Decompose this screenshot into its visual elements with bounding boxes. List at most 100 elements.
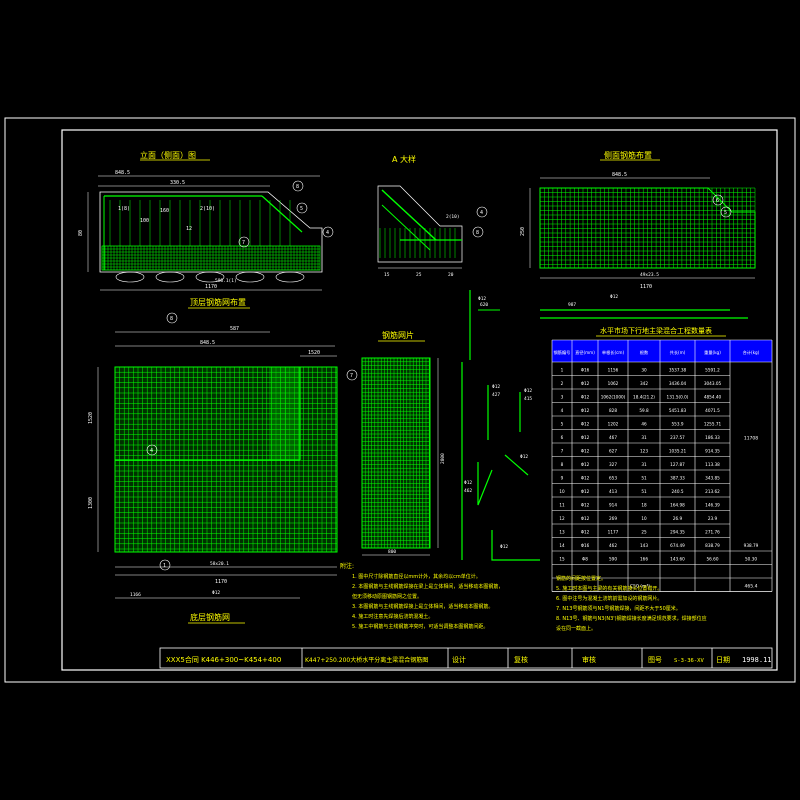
table-cell: 127.87: [670, 462, 685, 467]
table-cell: 5: [561, 422, 564, 427]
top-mesh-dim-bottom: 1170: [215, 579, 227, 585]
table-cell: 131.5(0.0): [667, 395, 689, 400]
table-cell: 342: [640, 381, 648, 386]
callout-label: 8: [476, 230, 479, 236]
table-cell: 166: [640, 557, 648, 562]
title-date-label: 日期: [716, 656, 730, 664]
table-cell: Φ12: [581, 422, 590, 427]
table-cell: Φ12: [581, 489, 590, 494]
title-drawing: K447+250.200大桥水平分离主梁混合钢筋图: [305, 656, 428, 664]
table-cell: 31: [641, 435, 647, 440]
table-cell: Φ12: [581, 462, 590, 467]
top-mesh-dim-left: 1520: [88, 412, 94, 424]
table-cell: 4854.40: [704, 395, 722, 400]
table-cell: 1255.71: [704, 422, 722, 427]
table-cell: 30: [641, 368, 647, 373]
table-cell: 59.8: [639, 408, 649, 413]
notes: 附注: 1. 图中尺寸除钢筋直径以mm计外，其余均以cm单位计。2. 本图钢筋与…: [340, 562, 707, 632]
side-dim-top: 848.5: [612, 172, 627, 178]
note-line: 4. 施工时注意先焊接后浇筑混凝土。: [352, 613, 433, 620]
table-title: 水平市场下行地主梁混合工程数量表: [600, 326, 712, 335]
note-line: 7. N13号钢筋须与N1号钢筋焊接，间距不大于50厘米。: [556, 605, 681, 612]
table-cell: 914: [609, 503, 617, 508]
callout-label: 1: [163, 563, 166, 569]
table-cell: 123: [640, 449, 648, 454]
detail-dim: 2(10): [446, 214, 460, 220]
title-drawing-no: S-3-36-XV: [674, 658, 704, 664]
note-line: 2. 本图钢筋与主线钢筋焊接在梁上是立体相间，适当移动本图钢筋，: [352, 583, 503, 590]
table-cell: 462: [609, 543, 617, 548]
title-block: XXX5合同 K446+300~K454+400 K447+250.200大桥水…: [159, 647, 773, 669]
callout-label: 7: [242, 240, 245, 246]
callout-label: 4: [480, 210, 483, 216]
table-cell: 3043.05: [704, 381, 722, 386]
table-cell: 3537.38: [669, 368, 687, 373]
table-cell: Φ12: [581, 476, 590, 481]
table-cell: 143.60: [670, 557, 685, 562]
table-cell: 12: [559, 516, 565, 521]
table-cell: Φ12: [581, 435, 590, 440]
table-cell: 387.33: [670, 476, 685, 481]
bar-shape-label: Φ12: [520, 454, 528, 460]
top-mesh-dim-sub: 58x20.1: [210, 561, 229, 567]
bottom-mesh-title: 底层钢筋网: [190, 612, 230, 622]
mesh-panel-view: 钢筋网片 800 2800 7: [346, 330, 446, 556]
title-approve: 审核: [582, 655, 596, 664]
table-header-cell: 重量(kg): [704, 349, 721, 356]
detail-dim: 15: [384, 272, 390, 278]
detail-a-title: A 大样: [392, 154, 416, 164]
table-cell: 4071.5: [705, 408, 720, 413]
table-cell: 164.98: [670, 503, 685, 508]
mesh-panel-title: 钢筋网片: [382, 330, 414, 340]
elevation-outline: [99, 191, 323, 273]
quantity-table: 水平市场下行地主梁混合工程数量表 钢筋编号直径(mm)单根长(cm)根数共长(m…: [551, 326, 773, 592]
table-cell: 25: [641, 530, 647, 535]
top-mesh-rebar-grid: [114, 366, 337, 552]
table-cell: 1062: [608, 381, 619, 386]
table-cell: 269: [609, 516, 617, 521]
top-mesh-view: 顶层钢筋网布置 8 587 848.5 1520 1300 1520 58x20…: [88, 297, 338, 624]
table-cell: 51: [641, 476, 647, 481]
table-subtotal3: 50.30: [745, 557, 757, 562]
table-subtotal: 11708: [744, 436, 758, 442]
table-cell: 11: [559, 503, 565, 508]
table-cell: 15: [559, 557, 565, 562]
table-cell: 674.49: [670, 543, 685, 548]
note-line: 6. 图中注号为混凝土浇筑前需加设的钢筋网片。: [556, 595, 662, 602]
table-cell: 14: [559, 543, 565, 548]
bar-shape-label: Φ12: [524, 388, 532, 394]
callout-label: 4: [326, 230, 329, 236]
table-header-cell: 合计(kg): [743, 349, 760, 356]
table-cell: 1: [561, 368, 564, 373]
table-cell: 10: [641, 516, 647, 521]
table-cell: Φ16: [581, 368, 590, 373]
table-cell: Φ12: [581, 449, 590, 454]
table-cell: 240.5: [672, 489, 684, 494]
table-cell: Φ12: [581, 503, 590, 508]
table-cell: 51: [641, 489, 647, 494]
table-cell: 1202: [608, 422, 619, 427]
elevation-rebar-grid: [101, 200, 320, 271]
table-cell: 46: [641, 422, 647, 427]
table-header-cell: 根数: [640, 349, 649, 356]
table-cell: 23.9: [708, 516, 718, 521]
side-rebar-grid: [539, 187, 756, 268]
elevation-label: 100: [140, 218, 149, 224]
table-cell: Φ16: [581, 543, 590, 548]
callout-label: 5: [300, 206, 303, 212]
table-header-cell: 钢筋编号: [554, 349, 571, 356]
table-cell: Φ12: [581, 408, 590, 413]
title-drawing-no-label: 图号: [648, 656, 662, 664]
elevation-dim-bottom: 1170: [205, 284, 217, 290]
notes-right: 钢筋的间距按位置定。5. 施工时本图与主梁的有关钢筋接头位置错开。6. 图中注号…: [556, 575, 707, 632]
table-cell: 18: [641, 503, 647, 508]
note-line: 设在同一截面上。: [556, 625, 596, 632]
table-cell: 143: [640, 543, 648, 548]
table-cell: 3436.04: [669, 381, 687, 386]
table-cell: 5451.83: [669, 408, 687, 413]
table-header-cell: 直径(mm): [575, 349, 595, 355]
elevation-label: 160: [160, 208, 169, 214]
top-mesh-dim-right: 1520: [308, 350, 320, 356]
bar-shape-dim: 987: [568, 302, 576, 308]
